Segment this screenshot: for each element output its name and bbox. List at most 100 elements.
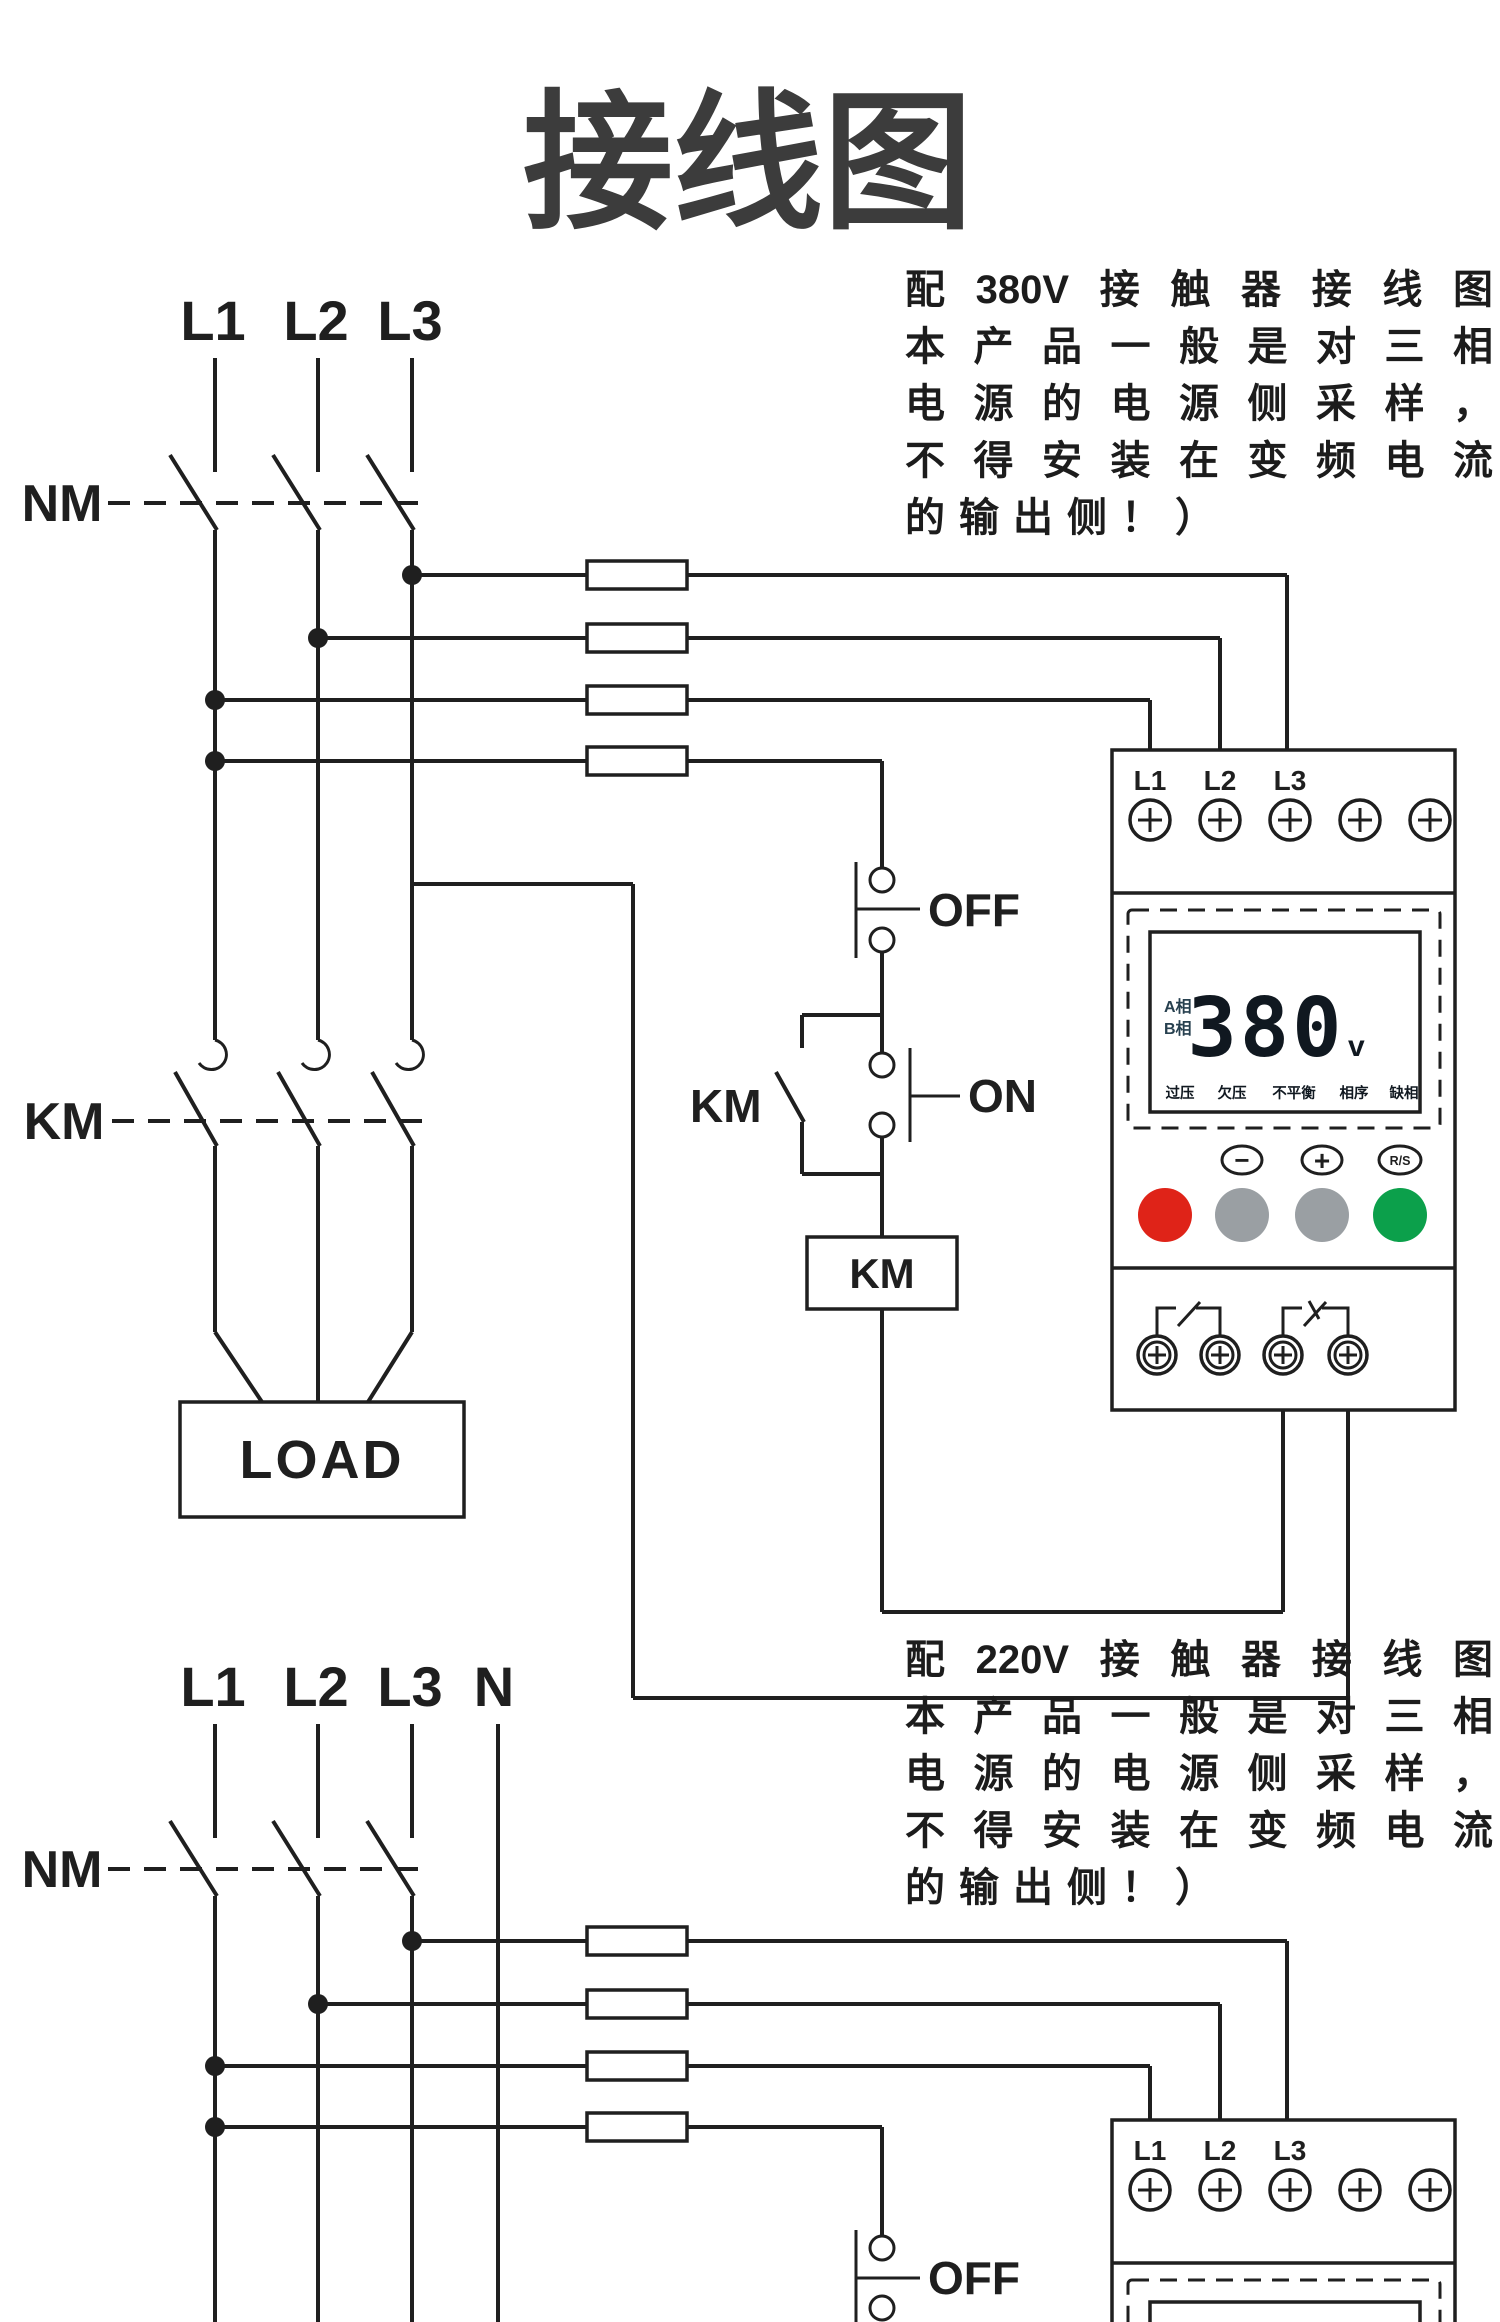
- fuse: [585, 684, 689, 716]
- relay-return-wire: [412, 882, 1350, 1700]
- bottom-screw-terminals: [1136, 1334, 1369, 1376]
- contact-circle: [868, 2234, 896, 2262]
- phase-label-l3: L3: [377, 289, 442, 352]
- device-terminal-label-l1: L1: [1134, 2135, 1167, 2166]
- km-coil-label: KM: [849, 1250, 914, 1297]
- minus-key-outline: [1220, 1144, 1264, 1176]
- phase-label-l2: L2: [283, 1655, 348, 1718]
- nm-breaker-blades: [168, 453, 416, 532]
- lcd-screen: [1148, 2300, 1422, 2322]
- gray-plus-button: [1295, 1188, 1349, 1242]
- phase-wires: [213, 1724, 500, 2322]
- red-power-button: [1138, 1188, 1192, 1242]
- km-contact-hooks: [197, 1038, 425, 1071]
- screw-terminal: [1198, 798, 1242, 842]
- device-body: [1110, 748, 1457, 1412]
- screw-terminal: [1408, 798, 1452, 842]
- km-contactor-label: KM: [24, 1093, 105, 1151]
- note-line: 电源的电源侧采样，: [905, 1752, 1493, 1796]
- fuse: [585, 1925, 689, 1957]
- fuse: [585, 745, 689, 777]
- diagram-380v: L1 L2 L3 NM OFF O: [22, 289, 1350, 1700]
- lcd-screen: [1148, 930, 1422, 1114]
- lcd-status-undervoltage: 欠压: [1218, 1084, 1247, 1102]
- km-aux-contact: KM: [690, 1013, 882, 1176]
- screw-terminal: [1268, 798, 1312, 842]
- relay-output-contacts: [1155, 1300, 1350, 1336]
- contact-circle: [868, 1051, 896, 1079]
- fuse: [585, 622, 689, 654]
- lcd-status-unbalance: 不平衡: [1272, 1084, 1316, 1102]
- relay-contact-no: [1155, 1300, 1222, 1336]
- km-contact-blades: [173, 1071, 416, 1147]
- green-run-button: [1373, 1188, 1427, 1242]
- load-label: LOAD: [240, 1430, 405, 1490]
- screw-terminal: [1408, 2168, 1452, 2212]
- gray-minus-button: [1215, 1188, 1269, 1242]
- reset-key-outline: [1377, 1144, 1423, 1176]
- contact-circle: [868, 2294, 896, 2322]
- lcd-voltage-reading: 380: [1187, 981, 1344, 1076]
- off-actuator: [854, 2230, 920, 2322]
- contact-circle: [868, 866, 896, 894]
- screw-terminal: [1338, 798, 1382, 842]
- km-contactor: KM: [24, 1038, 428, 1151]
- off-button-symbol: OFF: [854, 2230, 1020, 2322]
- device-terminal-label-l3: L3: [1274, 2135, 1307, 2166]
- front-panel-dashed-border: [1126, 2278, 1442, 2322]
- device-terminal-label-l2: L2: [1204, 765, 1237, 796]
- screw-terminal: [1136, 1334, 1178, 1376]
- control-wire: [880, 952, 1285, 1614]
- note-220v: 配220V接触器接线图 本产品一般是对三相 电源的电源侧采样， 不得安装在变频电…: [905, 1632, 1493, 1917]
- lcd-status-phase-loss: 缺相: [1389, 1084, 1419, 1102]
- diagram-220v: L1 L2 L3 N NM OFF: [22, 1655, 1289, 2322]
- phase-label-l1: L1: [180, 289, 245, 352]
- off-actuator: [854, 862, 920, 958]
- note-line: 本产品一般是对三相: [905, 325, 1493, 369]
- lcd-status-phase-sequence: 相序: [1340, 1084, 1369, 1102]
- note-line: 配220V接触器接线图: [905, 1638, 1493, 1682]
- panel-buttons: [1138, 1188, 1427, 1242]
- phase-wires: [213, 358, 414, 1404]
- on-button-label: ON: [968, 1070, 1037, 1122]
- note-line: 的输出侧！）: [905, 496, 1229, 540]
- phase-label-l2: L2: [283, 289, 348, 352]
- off-button-label: OFF: [928, 2252, 1020, 2304]
- front-panel-dashed-border: [1126, 908, 1442, 1130]
- fuse: [585, 2050, 689, 2082]
- device-terminal-label-l2: L2: [1204, 2135, 1237, 2166]
- lcd-display: A相 B相 380 v 过压 欠压 不平衡 相序 缺相: [1148, 930, 1422, 1114]
- lcd-voltage-unit: v: [1348, 1030, 1365, 1063]
- note-line: 本产品一般是对三相: [905, 1695, 1493, 1739]
- minus-icon: −: [1234, 1145, 1249, 1175]
- screw-terminal: [1198, 2168, 1242, 2212]
- contact-circle: [868, 926, 896, 954]
- km-aux-wire: [774, 1013, 882, 1176]
- lcd-phase-b: B相: [1164, 1019, 1192, 1038]
- screw-terminal: [1268, 2168, 1312, 2212]
- fuse: [585, 2111, 689, 2143]
- branch-wires: [215, 1939, 1289, 2236]
- lcd-phase-a: A相: [1164, 997, 1192, 1016]
- screw-terminal: [1262, 1334, 1304, 1376]
- device-terminal-label-l1: L1: [1134, 765, 1167, 796]
- top-screw-terminals: [1128, 798, 1452, 842]
- reset-run-stop-label: R/S: [1390, 1154, 1411, 1168]
- phase-label-l3: L3: [377, 1655, 442, 1718]
- note-line: 电源的电源侧采样，: [905, 382, 1493, 426]
- km-coil-box: [805, 1235, 959, 1311]
- note-line: 不得安装在变频电流: [905, 439, 1493, 483]
- lcd-status-overvoltage: 过压: [1166, 1084, 1195, 1102]
- device-body: [1110, 2118, 1457, 2322]
- off-button-symbol: OFF: [854, 862, 1020, 958]
- plus-key-outline: [1300, 1144, 1344, 1176]
- screw-terminal: [1128, 798, 1172, 842]
- relay-contact-nc: [1281, 1300, 1350, 1336]
- protector-device-380: L1 L2 L3 A相 B相 380 v 过压 欠压 不平衡 相序 缺相 −: [1110, 748, 1457, 1412]
- nm-breaker-label: NM: [22, 1841, 103, 1899]
- note-380v: 配380V接触器接线图 本产品一般是对三相 电源的电源侧采样， 不得安装在变频电…: [905, 262, 1493, 547]
- screw-terminal: [1327, 1334, 1369, 1376]
- note-line: 配380V接触器接线图: [905, 268, 1493, 312]
